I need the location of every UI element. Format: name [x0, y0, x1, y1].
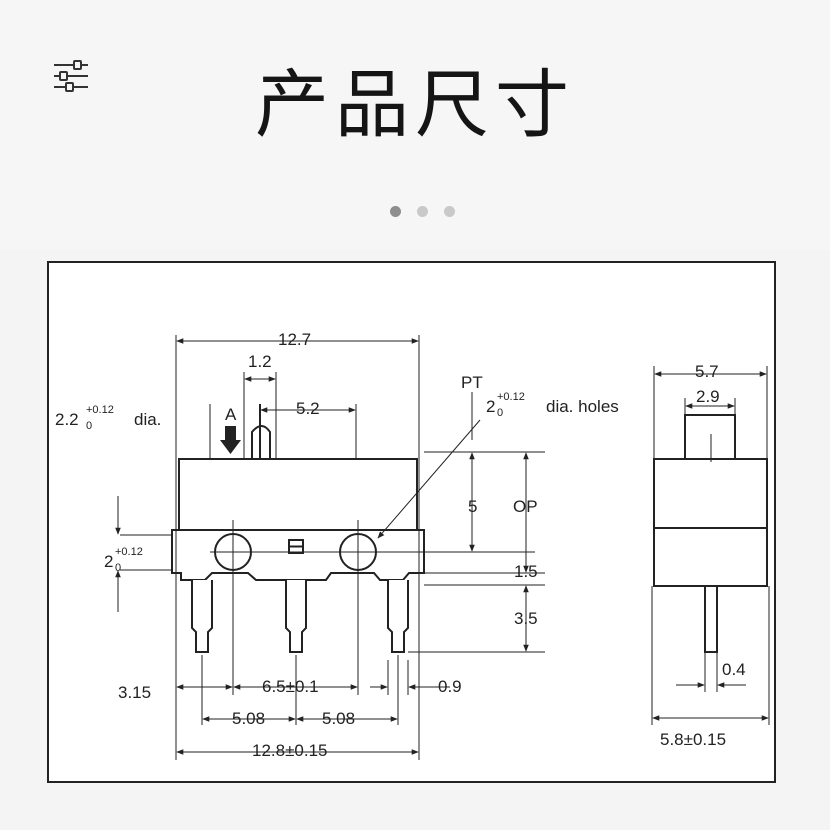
- label-pt: PT: [461, 373, 483, 392]
- sliders-icon[interactable]: [52, 58, 92, 94]
- carousel-indicator: [390, 206, 455, 218]
- header-band: [0, 0, 830, 250]
- dim-hole-tol: +0.12: [497, 391, 525, 403]
- switch-pins: [191, 580, 409, 653]
- drawing-linework: [115, 419, 481, 690]
- dim-side-top-width: 5.7: [695, 362, 719, 381]
- dim-hole-main: 2: [486, 397, 495, 416]
- drawing-linework: [176, 338, 529, 755]
- carousel-dot-1[interactable]: [390, 206, 401, 217]
- page-title: 产品尺寸: [255, 62, 575, 148]
- label-dia-holes: dia. holes: [546, 397, 619, 416]
- drawing-linework: 12.7 1.2 5.2 A PT 2 +0.12 0 dia. holes 2…: [55, 330, 619, 760]
- dim-left-hole-main: 2: [104, 552, 113, 571]
- drawing-linework: [120, 335, 545, 760]
- dim-actuator-width: 1.2: [248, 352, 272, 371]
- label-op: OP: [513, 497, 538, 516]
- dim-travel: 5: [468, 497, 477, 516]
- dim-op-height: 1.5: [514, 562, 538, 581]
- drawing-linework: [651, 366, 770, 725]
- dim-overall-width: 12.7: [278, 330, 311, 349]
- dim-hole-tol-low: 0: [497, 407, 503, 419]
- dim-pin-width: 0.9: [438, 677, 462, 696]
- dim-side-pin-thickness: 0.4: [722, 660, 746, 679]
- dim-actuator-offset: 5.2: [296, 399, 320, 418]
- dim-pin-pitch-left: 5.08: [232, 709, 265, 728]
- carousel-dot-2[interactable]: [417, 206, 428, 217]
- dim-side-plunger-width: 2.9: [696, 387, 720, 406]
- arrow-label-a: A: [225, 405, 237, 424]
- dim-left-hole-tol: +0.12: [115, 546, 143, 558]
- dim-pin-pitch-right: 5.08: [322, 709, 355, 728]
- dim-left-dia-tol: +0.12: [86, 404, 114, 416]
- actuation-arrow: [220, 426, 241, 454]
- dim-overall-length: 12.8±0.15: [252, 741, 328, 760]
- dim-hole-spacing: 6.5±0.1: [262, 677, 319, 696]
- carousel-dot-3[interactable]: [444, 206, 455, 217]
- drawing-linework: 5.7 2.9 0.4 5.8±0.15: [660, 362, 746, 749]
- label-left-dia: dia.: [134, 410, 161, 429]
- dim-side-body-width: 5.8±0.15: [660, 730, 726, 749]
- drawing-linework: [652, 371, 769, 721]
- dim-pin-offset: 3.15: [118, 683, 151, 702]
- dim-left-dia-tol-low: 0: [86, 420, 92, 432]
- dim-left-hole-tol-low: 0: [115, 562, 121, 574]
- dim-left-dia-main: 2.2: [55, 410, 79, 429]
- dim-pin-length: 3.5: [514, 609, 538, 628]
